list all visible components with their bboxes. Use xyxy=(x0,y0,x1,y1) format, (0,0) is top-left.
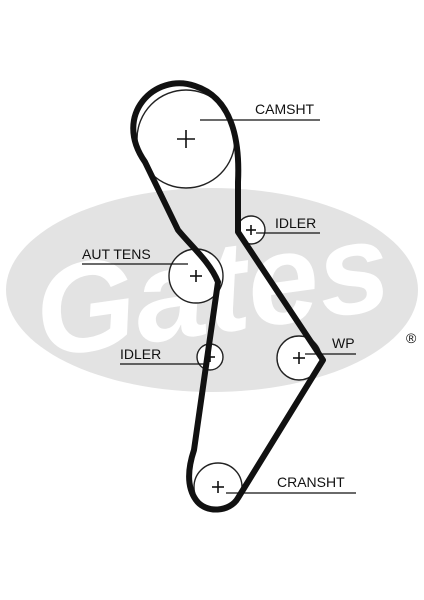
leader-lines xyxy=(82,119,356,494)
idler-lower-label: IDLER xyxy=(120,346,161,362)
idler-upper-center-icon xyxy=(246,225,256,235)
auto-tensioner-center-icon xyxy=(190,270,202,282)
timing-belt xyxy=(130,80,326,513)
camshaft-label: CAMSHT xyxy=(255,101,315,117)
labels: CAMSHT IDLER AUT TENS IDLER WP CRANSHT xyxy=(82,101,355,490)
water-pump-center-icon xyxy=(293,352,305,364)
crankshaft-label: CRANSHT xyxy=(277,474,345,490)
idler-lower-center-icon xyxy=(205,352,215,362)
camshaft-center-icon xyxy=(177,130,195,148)
center-marks xyxy=(177,130,305,493)
auto-tensioner-label: AUT TENS xyxy=(82,246,151,262)
water-pump-label: WP xyxy=(332,335,355,351)
crankshaft-center-icon xyxy=(212,481,224,493)
watermark-trademark: ® xyxy=(406,330,417,346)
idler-upper-label: IDLER xyxy=(275,215,316,231)
